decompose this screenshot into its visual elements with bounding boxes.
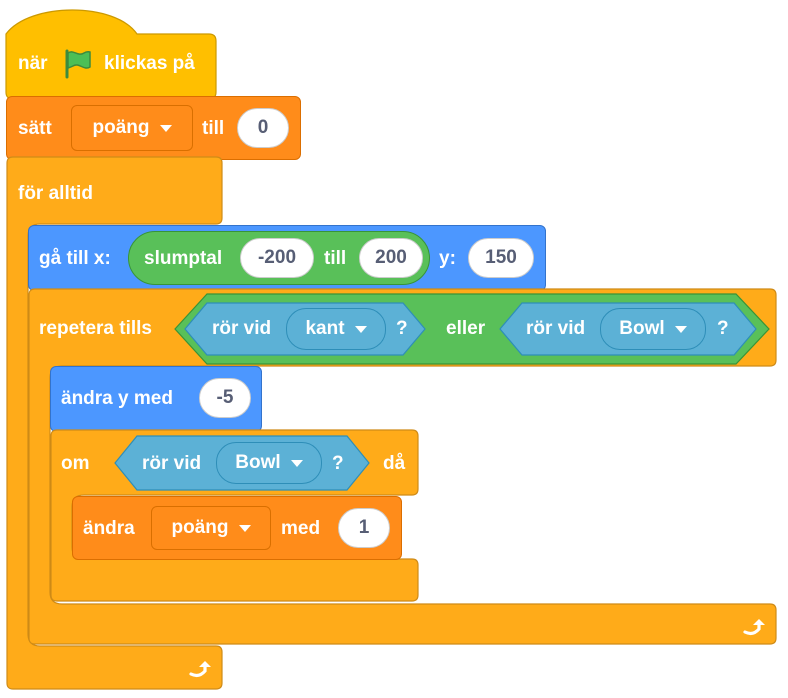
forever-loop-block[interactable]	[6, 156, 226, 692]
if-touching-dropdown[interactable]: Bowl	[216, 442, 322, 484]
green-flag-icon[interactable]	[62, 48, 94, 80]
touching-b-target: Bowl	[619, 318, 665, 339]
touching-b-dropdown[interactable]: Bowl	[600, 308, 706, 350]
dropdown-arrow-icon	[238, 524, 251, 532]
set-value-input[interactable]: 0	[237, 108, 289, 148]
dropdown-arrow-icon	[290, 459, 303, 467]
touching-a-question: ?	[396, 318, 408, 339]
random-label: slumptal	[144, 248, 223, 269]
change-variable-dropdown[interactable]: poäng	[151, 506, 271, 550]
touching-a-target: kant	[305, 318, 345, 339]
hat-clicked-label: klickas på	[104, 53, 195, 74]
dropdown-arrow-icon	[674, 325, 687, 333]
touching-b-label: rör vid	[526, 318, 586, 339]
change-y-input[interactable]: -5	[199, 378, 251, 418]
loop-arrow-icon	[189, 661, 211, 678]
if-touching-target: Bowl	[235, 452, 281, 473]
if-label: om	[61, 453, 90, 474]
change-y-block[interactable]	[50, 366, 262, 432]
change-var-by-label: med	[281, 518, 321, 539]
touching-b-question: ?	[717, 318, 729, 339]
random-to-input[interactable]: 200	[359, 238, 423, 278]
change-y-label: ändra y med	[61, 388, 173, 409]
random-to-label: till	[324, 248, 347, 269]
touching-a-dropdown[interactable]: kant	[286, 308, 386, 350]
forever-label: för alltid	[18, 183, 93, 204]
set-variable-name: poäng	[92, 117, 150, 138]
set-variable-dropdown[interactable]: poäng	[71, 105, 193, 151]
if-touching-question: ?	[332, 453, 344, 474]
random-from-input[interactable]: -200	[240, 238, 314, 278]
touching-a-label: rör vid	[212, 318, 272, 339]
dropdown-arrow-icon	[354, 325, 367, 333]
change-var-input[interactable]: 1	[338, 508, 390, 548]
dropdown-arrow-icon	[159, 124, 172, 132]
goto-label: gå till x:	[39, 248, 111, 269]
change-variable-name: poäng	[171, 517, 229, 538]
change-var-label: ändra	[83, 518, 135, 539]
set-to-label: till	[202, 118, 225, 139]
hat-when-label: när	[18, 53, 48, 74]
repeat-until-label: repetera tills	[39, 318, 152, 339]
or-label: eller	[446, 318, 486, 339]
loop-arrow-icon	[743, 619, 765, 636]
if-touching-label: rör vid	[142, 453, 202, 474]
set-label: sätt	[18, 118, 52, 139]
if-then-label: då	[383, 453, 406, 474]
goto-y-input[interactable]: 150	[468, 238, 534, 278]
goto-y-label: y:	[439, 248, 456, 269]
when-flag-clicked-hat-block[interactable]	[5, 0, 217, 100]
